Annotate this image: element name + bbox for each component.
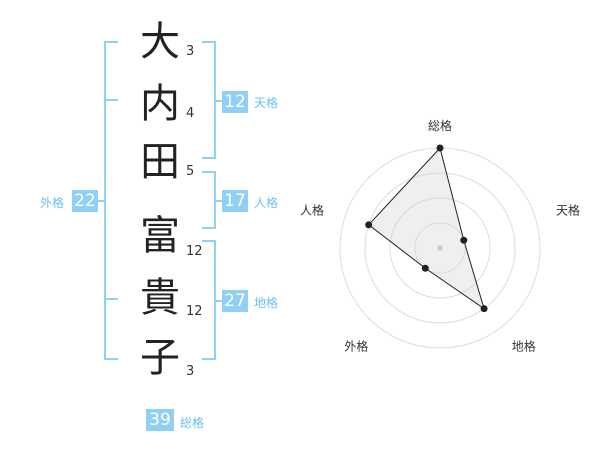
stroke-count-3: 5: [186, 164, 195, 179]
tenkaku-connector: [214, 100, 222, 102]
radar-ring-1: [414, 222, 466, 274]
gaikaku-value-badge: 22: [72, 190, 98, 212]
name-char-5: 貴: [140, 275, 180, 321]
name-char-3: 田: [140, 139, 180, 185]
radar-point-2: [460, 236, 468, 244]
gaikaku-bracket-tick-1: [104, 99, 118, 101]
radar-axis-label-4: 外格: [344, 339, 368, 354]
soukaku-label: 総格: [180, 416, 205, 430]
radar-point-3: [480, 305, 488, 313]
name-char-6: 子: [140, 335, 180, 381]
stroke-count-6: 3: [186, 364, 195, 379]
stroke-count-4: 12: [186, 244, 203, 259]
gaikaku-label: 外格: [40, 196, 65, 210]
name-char-1: 大: [140, 19, 180, 65]
radar-axis-label-3: 地格: [512, 339, 536, 354]
jinkaku-value-badge: 17: [222, 190, 248, 212]
radar-axis-label-5: 人格: [300, 202, 324, 217]
radar-polygon: [367, 146, 485, 310]
gaikaku-connector: [98, 200, 106, 202]
radar-center-dot: [437, 245, 443, 251]
tenkaku-value-badge: 12: [222, 91, 248, 113]
stroke-count-1: 3: [186, 44, 195, 59]
name-char-4: 富: [140, 213, 180, 259]
chikaku-value-badge: 27: [222, 290, 248, 312]
stroke-count-2: 4: [186, 106, 195, 121]
chikaku-label: 地格: [254, 296, 279, 310]
name-char-2: 内: [140, 81, 180, 127]
radar-point-5: [365, 221, 373, 229]
gaikaku-bracket: [104, 41, 118, 360]
radar-axis-label-2: 天格: [556, 202, 580, 217]
radar-axis-label-1: 総格: [428, 118, 452, 133]
radar-point-4: [421, 264, 429, 272]
radar-ring-3: [364, 172, 516, 324]
chikaku-connector: [214, 300, 222, 302]
jinkaku-connector: [214, 200, 222, 202]
soukaku-value-badge: 39: [146, 409, 174, 431]
gaikaku-bracket-tick-2: [104, 298, 118, 300]
radar-point-1: [436, 144, 444, 152]
radar-ring-2: [389, 197, 491, 299]
tenkaku-label: 天格: [254, 96, 279, 110]
stroke-count-5: 12: [186, 304, 203, 319]
jinkaku-label: 人格: [254, 196, 279, 210]
